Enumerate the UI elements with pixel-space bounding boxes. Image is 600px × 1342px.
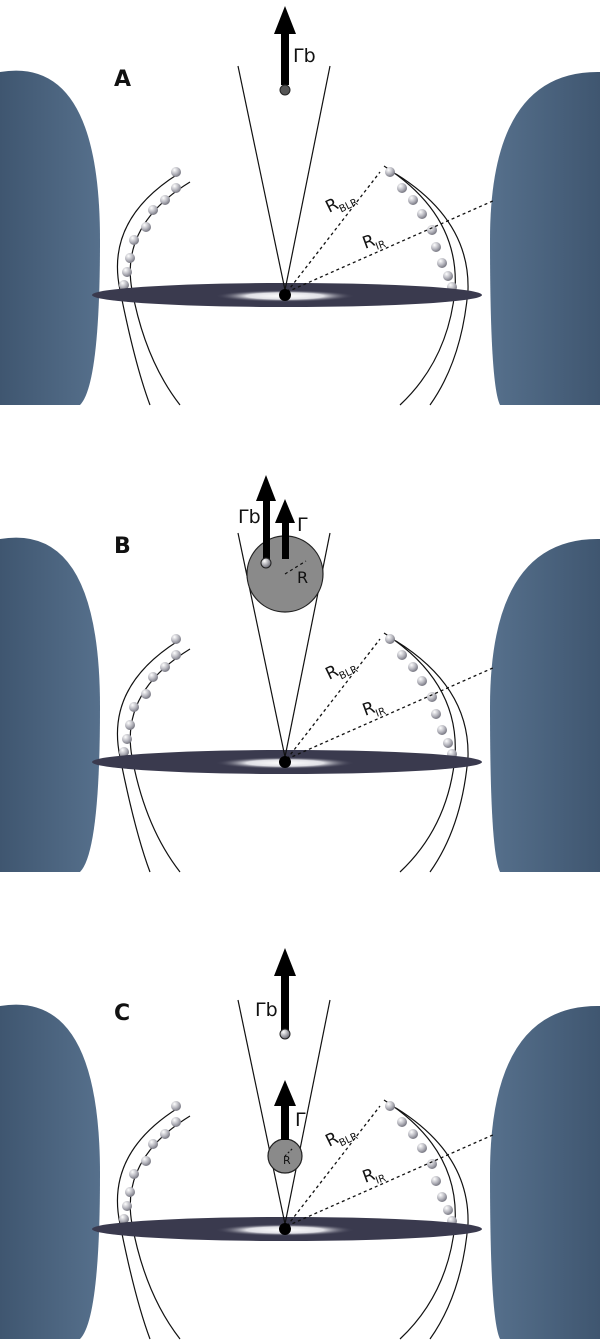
panel-a: Γb A R BLR R IR: [0, 6, 600, 406]
emitting-blob-b: [279, 1028, 291, 1040]
blob-radius-line: [284, 560, 307, 575]
r-blr-label: R BLR: [322, 1128, 360, 1151]
gamma-b-arrow: [274, 6, 296, 85]
gamma-b-label: Γb: [293, 45, 316, 67]
torus-left: [0, 70, 100, 405]
torus-left: [0, 537, 100, 872]
panel-label: C: [114, 1001, 130, 1026]
r-blr-label: R BLR: [322, 194, 360, 217]
blr-clouds: [119, 1101, 457, 1226]
torus-right: [490, 1005, 600, 1339]
blr-clouds: [119, 634, 457, 759]
panel-label: B: [114, 534, 131, 559]
torus-right: [490, 538, 600, 872]
r-ir-label: R IR: [360, 231, 388, 254]
gamma-b-arrow: [256, 475, 276, 562]
jet-cone: [237, 999, 331, 1225]
r-blr-label: R BLR: [322, 661, 360, 684]
blr-clouds: [119, 167, 457, 292]
gamma-b-label: Γb: [255, 999, 278, 1021]
svg-text:IR: IR: [374, 239, 387, 253]
black-hole: [279, 756, 291, 768]
panel-c: Γb Γ R C R BLR R IR: [0, 948, 600, 1340]
gamma-label: Γ: [295, 1109, 306, 1131]
svg-text:IR: IR: [374, 1173, 387, 1187]
gamma-arrow: [275, 499, 295, 559]
r-ir-label: R IR: [360, 1165, 388, 1188]
r-ir-label: R IR: [360, 698, 388, 721]
black-hole: [279, 289, 291, 301]
svg-text:BLR: BLR: [338, 197, 360, 215]
gamma-arrow: [274, 1080, 296, 1140]
panel-b: Γb Γ R B R BLR R IR: [0, 475, 600, 873]
radius-lines: [286, 1105, 496, 1227]
emitting-blob-b: [279, 84, 291, 96]
blob-radius-label: R: [283, 1154, 291, 1167]
blob-radius-label: R: [297, 568, 308, 587]
torus-left: [0, 1004, 100, 1339]
gamma-label: Γ: [297, 514, 308, 536]
black-hole: [279, 1223, 291, 1235]
svg-text:BLR: BLR: [338, 664, 360, 682]
torus-right: [490, 71, 600, 405]
emitting-blob-b: [260, 557, 272, 569]
radius-lines: [286, 171, 496, 293]
gamma-b-arrow: [274, 948, 296, 1030]
svg-text:IR: IR: [374, 706, 387, 720]
blob-radius-line: [284, 1147, 294, 1157]
panel-label: A: [114, 67, 131, 92]
radius-lines: [286, 638, 496, 760]
gamma-b-label: Γb: [238, 506, 261, 528]
jet-cone: [237, 65, 331, 291]
svg-text:BLR: BLR: [338, 1131, 360, 1149]
